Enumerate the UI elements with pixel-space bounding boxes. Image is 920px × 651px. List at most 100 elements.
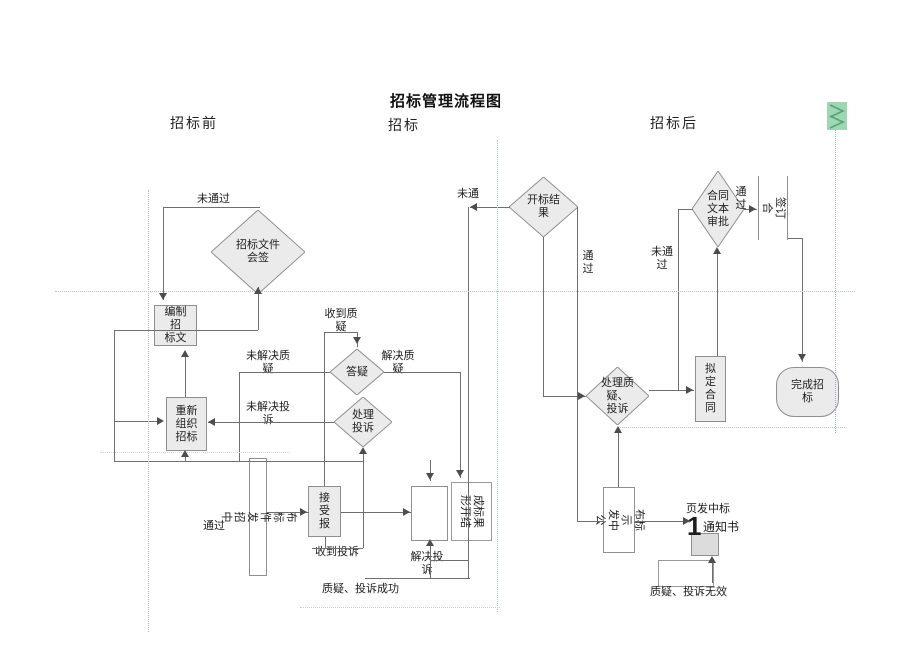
answer-questions-diamond: 答疑 (330, 349, 384, 395)
arrowhead-6 (353, 337, 361, 344)
publish-winner-announcement-box: 布标示 发中公 (594, 487, 645, 553)
bid-opening-result-diamond: 开标结 果 (509, 177, 578, 237)
green-corner-marker-icon (827, 102, 847, 130)
connector-line-21 (163, 207, 164, 300)
label-issue-notice-line2: 通知书 (703, 520, 740, 534)
arrowhead-2 (181, 350, 189, 357)
page-title: 招标管理流程图 (390, 93, 503, 110)
countersign-diamond: 招标文件 会签 (211, 210, 305, 294)
label-received-question: 收到质 疑 (324, 308, 358, 333)
arrowhead-19 (798, 354, 806, 361)
lane-separator-6 (300, 607, 500, 608)
connector-line-37 (618, 428, 619, 487)
arrowhead-14 (578, 392, 585, 400)
connector-line-1 (114, 330, 258, 331)
draft-contract-box: 拟 定 合 同 (695, 356, 726, 422)
arrowhead-16 (686, 386, 693, 394)
reorganize-bid-box-label: 重新 组织 招标 (175, 404, 198, 443)
label-issue-notice-line1: 页发中标 (686, 503, 730, 515)
arrowhead-18 (749, 205, 756, 213)
connector-line-5 (114, 461, 364, 462)
connector-line-3 (208, 422, 334, 423)
connector-line-27 (324, 332, 325, 486)
reorganize-bid-box: 重新 组织 招标 (166, 397, 207, 451)
lane-label-after-bidding: 招标后 (650, 115, 698, 131)
lane-separator-0 (148, 190, 149, 632)
connector-line-33 (460, 372, 461, 478)
invalid-loop-box (658, 560, 714, 587)
connector-line-32 (430, 541, 431, 578)
arrowhead-12 (470, 203, 477, 211)
sign-contract-block: 签订合 (758, 176, 788, 240)
connector-line-40 (802, 238, 803, 362)
connector-line-9 (312, 548, 363, 549)
label-issue-notice-big1: 1 (687, 511, 702, 541)
lane-separator-3 (55, 291, 855, 292)
connector-line-2 (114, 421, 160, 422)
contract-text-approval-diamond-label: 合同 文本 审批 (707, 189, 729, 228)
handle-complaints-diamond-label: 处理 投诉 (352, 409, 374, 434)
connector-line-31 (430, 460, 431, 481)
connector-line-13 (543, 396, 586, 397)
connector-line-23 (114, 330, 115, 461)
arrowhead-13 (456, 470, 464, 477)
connector-line-4 (239, 372, 330, 373)
label-not-passed-mid: 未通 (457, 188, 479, 200)
arrowhead-11 (426, 539, 434, 546)
arrowhead-9 (403, 508, 410, 516)
connector-line-11 (470, 207, 510, 208)
label-passed-vertical-mid: 通 过 (582, 250, 594, 275)
arrowhead-1 (254, 287, 262, 294)
connector-line-8 (324, 332, 357, 333)
connector-line-39 (717, 249, 718, 356)
connector-line-10 (384, 372, 460, 373)
connector-line-7 (341, 512, 411, 513)
connector-line-29 (363, 449, 364, 548)
bid-opening-result-diamond-label: 开标结 果 (527, 194, 560, 219)
connector-line-19 (635, 521, 691, 522)
notice-shaded-box (691, 533, 719, 556)
connector-line-24 (185, 352, 186, 397)
lane-separator-4 (618, 427, 845, 428)
handle-questions-complaints-diamond-label: 处理质 疑、 投诉 (601, 376, 634, 415)
label-not-passed-right: 未通 过 (651, 246, 673, 271)
label-question-complaint-invalid: 质疑、投诉无效 (650, 586, 727, 598)
label-passed-right: 通 过 (735, 186, 747, 211)
connector-line-20 (365, 578, 470, 579)
label-unresolved-question: 未解决质 疑 (246, 350, 290, 375)
complete-bidding-terminator: 完成招 标 (776, 367, 839, 417)
handle-questions-complaints-diamond: 处理质 疑、 投诉 (586, 367, 649, 425)
arrowhead-5 (181, 450, 189, 457)
arrowhead-20 (683, 517, 690, 525)
lane-separator-2 (835, 130, 836, 433)
label-not-passed-topleft: 未通过 (197, 193, 230, 205)
connector-line-22 (258, 287, 259, 330)
arrowhead-4 (208, 418, 215, 426)
connector-line-14 (649, 390, 694, 391)
connector-line-35 (577, 207, 578, 521)
lane-label-before-bidding: 招标前 (170, 115, 218, 131)
connector-line-0 (163, 207, 260, 208)
connector-line-6 (266, 512, 309, 513)
compile-bid-doc-box-label: 编制 招 标文 (164, 306, 187, 344)
publish-winner-announcement-box-label: 布标示 发中公 (594, 509, 645, 531)
connector-line-15 (678, 209, 693, 210)
connector-line-30 (325, 537, 326, 548)
answer-questions-diamond-label: 答疑 (346, 365, 368, 378)
bid-opening-result-formed-block-label: 成标果 形开结 (459, 495, 485, 528)
arrowhead-8 (300, 508, 307, 516)
arrowhead-0 (159, 293, 167, 300)
connector-line-36 (543, 237, 544, 396)
connector-line-26 (239, 372, 240, 461)
arrowhead-17 (713, 247, 721, 254)
label-received-complaint: 收到投诉 (315, 546, 359, 558)
contract-text-approval-diamond: 合同 文本 审批 (692, 171, 744, 247)
accept-bids-box-label: 接 受 报 (319, 492, 330, 530)
complete-bidding-terminator-label: 完成招 标 (791, 379, 824, 404)
compile-bid-doc-box: 编制 招 标文 (154, 305, 197, 346)
draft-contract-box-label: 拟 定 合 同 (705, 363, 716, 414)
label-passed-left: 通过 (203, 520, 225, 532)
label-resolved-complaint: 解决投 诉 (410, 551, 444, 576)
connector-line-34 (468, 207, 469, 578)
countersign-diamond-label: 招标文件 会签 (236, 239, 280, 264)
